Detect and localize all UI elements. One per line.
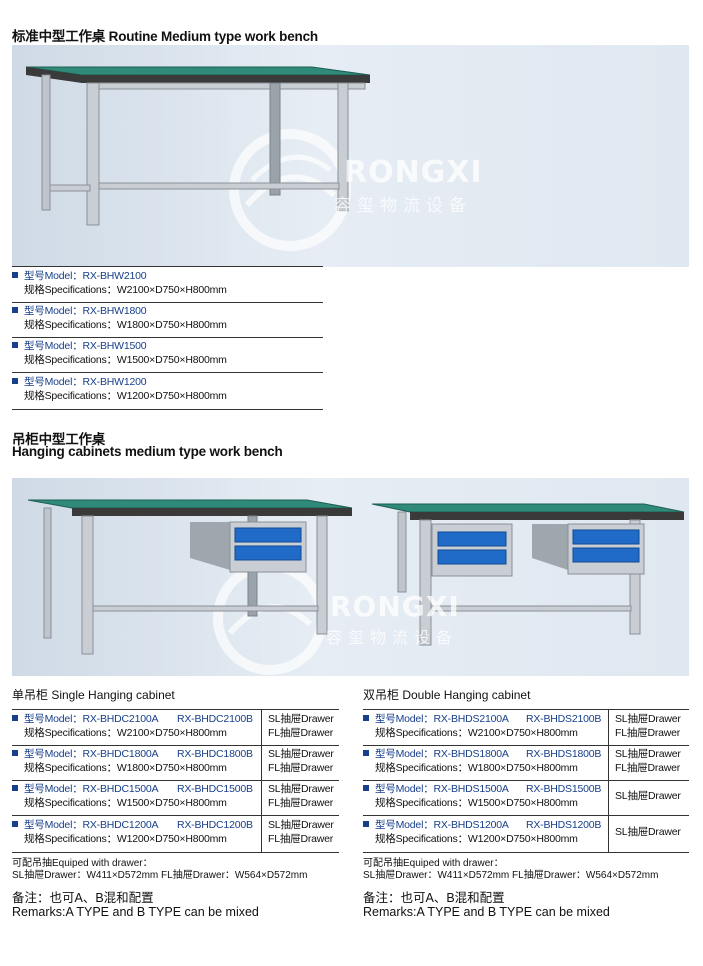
double-equip-title: 可配吊抽Equiped with drawer： [363, 858, 504, 869]
model-b-label: RX-BHDC1200B [177, 819, 253, 831]
model-label: 型号Model：RX-BHW1800 [24, 305, 147, 317]
drawer-sl-label: SL抽屉Drawer [615, 826, 681, 838]
drawer-sl-label: SL抽屉Drawer [615, 790, 681, 802]
list-item: 型号Model：RX-BHDC1200A RX-BHDC1200B 规格Speci… [12, 818, 339, 853]
drawer-sl-label: SL抽屉Drawer [268, 783, 334, 795]
double-equip-values: SL抽屉Drawer：W411×D572mm FL抽屉Drawer：W564×D… [363, 870, 659, 881]
list-item: 型号Model：RX-BHDC2100A RX-BHDC2100B 规格Speci… [12, 712, 339, 746]
spec-label: 规格Specifications：W2100×D750×H800mm [24, 727, 227, 739]
watermark-chinese-text: 容玺物流设备 [334, 196, 472, 216]
bullet-square-icon [12, 378, 18, 384]
model-label: 型号Model：RX-BHDC2100A [24, 713, 159, 725]
spec-label: 规格Specifications：W1200×D750×H800mm [375, 833, 578, 845]
bullet-square-icon [12, 821, 18, 827]
drawer-fl-label: FL抽屉Drawer [268, 727, 334, 739]
single-equip-title: 可配吊抽Equiped with drawer： [12, 858, 153, 869]
bullet-square-icon [363, 821, 369, 827]
spec-label: 规格Specifications：W1500×D750×H800mm [24, 354, 227, 366]
hanging-bench-illustration [27, 499, 685, 675]
single-spec-list: 型号Model：RX-BHDC2100A RX-BHDC2100B 规格Speci… [12, 709, 339, 855]
list-item: 型号Model：RX-BHDC1500A RX-BHDC1500B 规格Speci… [12, 782, 339, 816]
drawer-sl-label: SL抽屉Drawer [615, 748, 681, 760]
bullet-square-icon [12, 342, 18, 348]
list-item: 型号Model：RX-BHDS1800A RX-BHDS1800B 规格Speci… [363, 747, 689, 781]
single-remark-cn: 备注：也可A、B混和配置 [12, 891, 154, 905]
model-label: 型号Model：RX-BHW2100 [24, 270, 147, 282]
spec-label: 规格Specifications：W1500×D750×H800mm [375, 797, 578, 809]
model-label: 型号Model：RX-BHDS2100A [375, 713, 509, 725]
model-label: 型号Model：RX-BHDC1200A [24, 819, 159, 831]
spec-label: 规格Specifications：W1500×D750×H800mm [24, 797, 227, 809]
bullet-square-icon [12, 750, 18, 756]
list-item: 型号Model：RX-BHDS1200A RX-BHDS1200B 规格Speci… [363, 818, 689, 853]
watermark-brand-text: RONGXI [330, 590, 460, 623]
spec-label: 规格Specifications：W1200×D750×H800mm [24, 390, 227, 402]
spec-label: 规格Specifications：W2100×D750×H800mm [375, 727, 578, 739]
model-label: 型号Model：RX-BHDS1200A [375, 819, 509, 831]
model-b-label: RX-BHDC1500B [177, 783, 253, 795]
list-item: 型号Model：RX-BHW2100 规格Specifications：W210… [12, 269, 323, 303]
drawer-fl-label: FL抽屉Drawer [615, 762, 681, 774]
bullet-square-icon [12, 307, 18, 313]
drawer-sl-label: SL抽屉Drawer [268, 748, 334, 760]
single-remark-en: Remarks:A TYPE and B TYPE can be mixed [12, 905, 259, 919]
watermark-chinese-text: 容玺物流设备 [326, 628, 459, 647]
double-spec-list: 型号Model：RX-BHDS2100A RX-BHDS2100B 规格Speci… [363, 709, 689, 855]
routine-spec-list: 型号Model：RX-BHW2100 规格Specifications：W210… [12, 266, 323, 412]
list-item: 型号Model：RX-BHW1800 规格Specifications：W180… [12, 304, 323, 338]
routine-bench-illustration [25, 66, 371, 251]
bullet-square-icon [363, 750, 369, 756]
list-item: 型号Model：RX-BHW1200 规格Specifications：W120… [12, 375, 323, 410]
drawer-sl-label: SL抽屉Drawer [615, 713, 681, 725]
double-remark-en: Remarks:A TYPE and B TYPE can be mixed [363, 905, 610, 919]
model-label: 型号Model：RX-BHW1500 [24, 340, 147, 352]
double-remark-cn: 备注：也可A、B混和配置 [363, 891, 505, 905]
drawer-sl-label: SL抽屉Drawer [268, 713, 334, 725]
section1-title: 标准中型工作桌 Routine Medium type work bench [12, 29, 318, 44]
bullet-square-icon [12, 272, 18, 278]
model-label: 型号Model：RX-BHW1200 [24, 376, 147, 388]
section2-title-cn: 吊柜中型工作桌 [12, 432, 106, 447]
double-heading: 双吊柜 Double Hanging cabinet [363, 688, 531, 702]
model-b-label: RX-BHDS1200B [526, 819, 602, 831]
drawer-fl-label: FL抽屉Drawer [615, 727, 681, 739]
model-b-label: RX-BHDS1800B [526, 748, 602, 760]
watermark-brand-text: RONGXI [344, 155, 483, 190]
bullet-square-icon [363, 715, 369, 721]
bullet-square-icon [12, 785, 18, 791]
spec-label: 规格Specifications：W1800×D750×H800mm [24, 762, 227, 774]
single-heading: 单吊柜 Single Hanging cabinet [12, 688, 175, 702]
list-item: 型号Model：RX-BHDS2100A RX-BHDS2100B 规格Speci… [363, 712, 689, 746]
list-item: 型号Model：RX-BHW1500 规格Specifications：W150… [12, 339, 323, 373]
bullet-square-icon [12, 715, 18, 721]
section2-title-en: Hanging cabinets medium type work bench [12, 444, 283, 459]
drawer-fl-label: FL抽屉Drawer [268, 833, 334, 845]
spec-label: 规格Specifications：W1800×D750×H800mm [24, 319, 227, 331]
drawer-sl-label: SL抽屉Drawer [268, 819, 334, 831]
watermark-logo-icon [213, 561, 327, 675]
single-equip-values: SL抽屉Drawer：W411×D572mm FL抽屉Drawer：W564×D… [12, 870, 308, 881]
model-label: 型号Model：RX-BHDS1500A [375, 783, 509, 795]
watermark-logo-icon [229, 129, 351, 251]
spec-label: 规格Specifications：W1800×D750×H800mm [375, 762, 578, 774]
drawer-fl-label: FL抽屉Drawer [268, 797, 334, 809]
drawer-fl-label: FL抽屉Drawer [268, 762, 334, 774]
list-item: 型号Model：RX-BHDC1800A RX-BHDC1800B 规格Speci… [12, 747, 339, 781]
list-item: 型号Model：RX-BHDS1500A RX-BHDS1500B 规格Speci… [363, 782, 689, 816]
model-b-label: RX-BHDC2100B [177, 713, 253, 725]
model-label: 型号Model：RX-BHDC1800A [24, 748, 159, 760]
hanging-bench-photo-panel: RONGXI 容玺物流设备 [12, 478, 689, 676]
model-b-label: RX-BHDS1500B [526, 783, 602, 795]
model-label: 型号Model：RX-BHDS1800A [375, 748, 509, 760]
model-b-label: RX-BHDS2100B [526, 713, 602, 725]
model-b-label: RX-BHDC1800B [177, 748, 253, 760]
bench-photo-panel: RONGXI 容玺物流设备 [12, 45, 689, 267]
model-label: 型号Model：RX-BHDC1500A [24, 783, 159, 795]
spec-label: 规格Specifications：W2100×D750×H800mm [24, 284, 227, 296]
bullet-square-icon [363, 785, 369, 791]
spec-label: 规格Specifications：W1200×D750×H800mm [24, 833, 227, 845]
